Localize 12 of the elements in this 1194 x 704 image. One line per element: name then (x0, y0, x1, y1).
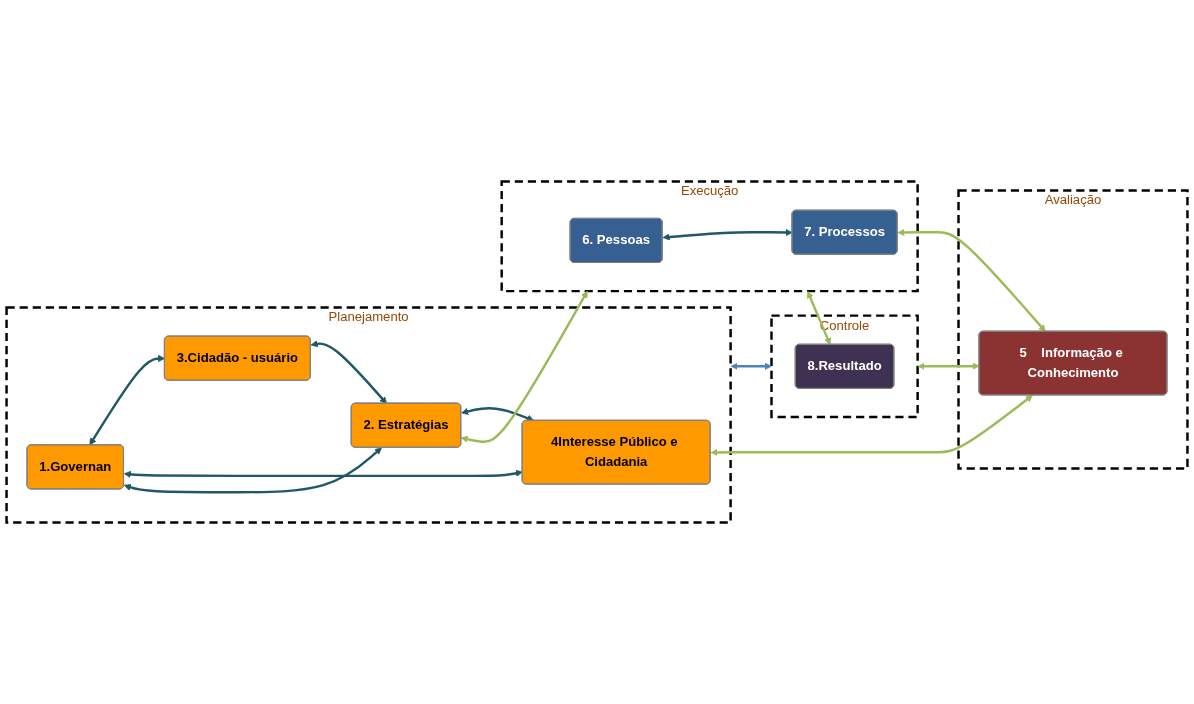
arrow (310, 340, 387, 404)
arrow (897, 228, 1046, 332)
arrow (89, 354, 166, 446)
arrow (662, 228, 793, 241)
arrow (917, 362, 980, 370)
arrow (806, 291, 831, 345)
arrow (123, 447, 382, 494)
arrow (710, 395, 1033, 456)
arrow (461, 407, 535, 422)
arrow (123, 469, 523, 478)
arrow (460, 290, 588, 444)
arrow (730, 362, 772, 370)
